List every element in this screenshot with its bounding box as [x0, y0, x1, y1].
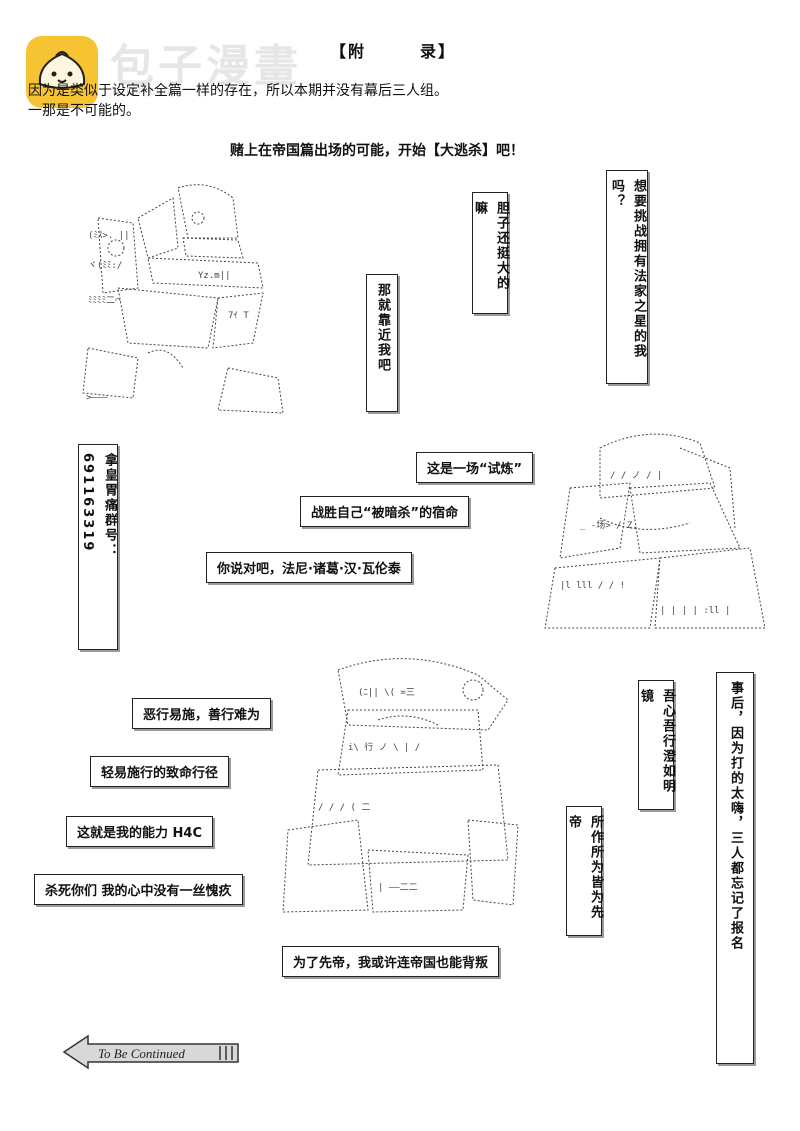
- watermark-url: bzmh.com: [112, 84, 175, 98]
- svg-text:i\ 行 ノ \ | /: i\ 行 ノ \ | /: [348, 741, 420, 753]
- svg-text:ヾ(ﾐﾐ:/: ヾ(ﾐﾐ:/: [88, 261, 122, 271]
- svg-text:/ / / ( 二: / / / ( 二: [318, 803, 370, 813]
- watermark-logo-text: 包子漫畫: [110, 41, 302, 92]
- speech-box-come-closer: 那就靠近我吧: [366, 274, 398, 412]
- speech-box-heart-mirror: 吾心吾行澄如明镜: [638, 680, 675, 810]
- intro-line-2: 一那是不可能的。: [28, 103, 140, 119]
- speech-box-group-number: 拿皇胃痛群号：691163319: [78, 444, 118, 650]
- speech-box-trial: 这是一场“试炼”: [416, 452, 534, 483]
- ascii-art-character-3: (ﾆ|| \( =三 i\ 行 ノ \ | / / / / ( 二 | ——二二: [282, 658, 519, 913]
- speech-box-bold-enough: 胆子还挺大的嘛: [472, 192, 509, 314]
- speech-box-no-guilt: 杀死你们 我的心中没有一丝愧疚: [34, 874, 243, 905]
- svg-text:| | | | :ll |: | | | | :ll |: [660, 606, 730, 616]
- speech-box-right-name: 你说对吧，法尼·诸葛·汉·瓦伦泰: [206, 552, 412, 583]
- bun-mascot-icon: [38, 51, 86, 89]
- svg-text:Yz.m||: Yz.m||: [198, 271, 231, 281]
- intro-line-1: 因为是类似于设定补全篇一样的存在，所以本期并没有幕后三人组。: [28, 83, 448, 99]
- svg-text:_ -场> / Z.: _ -场> / Z.: [580, 520, 638, 531]
- svg-text:/ / ノ / |: / / ノ / |: [610, 471, 662, 481]
- svg-text:|l lll / / !: |l lll / / !: [560, 581, 625, 591]
- speech-box-challenge: 想要挑战拥有法家之星的我吗？: [606, 170, 648, 384]
- svg-text:(ﾐｽ>. ||: (ﾐｽ>. ||: [88, 231, 130, 241]
- ascii-art-character-2: / / ノ / | _ -场> / Z. |l lll / / ! | | | …: [544, 433, 766, 629]
- speech-box-fate: 战胜自己“被暗杀”的宿命: [300, 496, 470, 527]
- page-title: 【附 录】: [330, 42, 457, 61]
- svg-text:(ﾆ|| \( =三: (ﾆ|| \( =三: [358, 688, 415, 698]
- speech-box-afterwards: 事后，因为打的太嗨，三人都忘记了报名: [716, 672, 754, 1064]
- ascii-art-character-1: (ﾐｽ>. || ヾ(ﾐﾐ:/ ﾐﾐﾐﾐ二⌒ Yz.m|| 7ｲ T >———: [82, 184, 284, 414]
- speech-box-fatal-path: 轻易施行的致命行径: [90, 756, 230, 787]
- speech-box-ability: 这就是我的能力 H4C: [66, 816, 213, 847]
- svg-text:>———: >———: [86, 393, 108, 403]
- speech-box-for-emperor: 为了先帝，我或许连帝国也能背叛: [282, 946, 500, 977]
- speech-box-all-for-emperor: 所作所为皆为先帝: [566, 806, 603, 936]
- svg-text:| ——二二: | ——二二: [378, 883, 418, 893]
- to-be-continued-text: To Be Continued: [98, 1046, 185, 1061]
- svg-text:ﾐﾐﾐﾐ二⌒: ﾐﾐﾐﾐ二⌒: [88, 296, 121, 306]
- section-subtitle: 赌上在帝国篇出场的可能，开始【大逃杀】吧！: [230, 143, 524, 159]
- svg-text:7ｲ T: 7ｲ T: [228, 311, 249, 321]
- to-be-continued-arrow-icon: To Be Continued: [62, 1034, 239, 1070]
- speech-box-evil-easy: 恶行易施，善行难为: [132, 698, 272, 729]
